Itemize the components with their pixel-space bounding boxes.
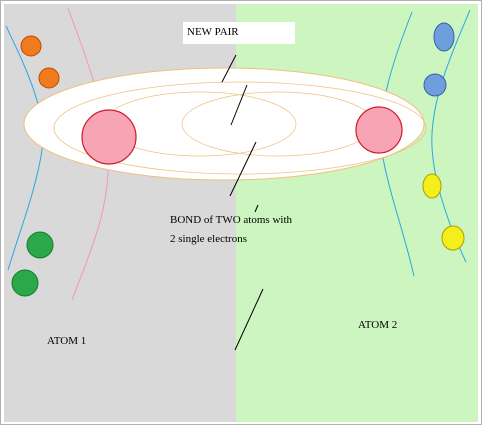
electron-blue [423, 73, 447, 97]
bond-cloud-inner-ring [53, 81, 427, 175]
pointer-line [254, 204, 259, 213]
new-pair-label: NEW PAIR [187, 26, 239, 38]
bond-description-line-1: BOND of TWO atoms with [170, 214, 293, 226]
pointer-line [230, 84, 248, 126]
new-pair-label-box [183, 22, 295, 44]
atom-1-inner-orbit-line [67, 7, 109, 301]
shared-electron-atom-2 [355, 106, 403, 154]
atom-2-label: ATOM 2 [358, 319, 397, 331]
atom-2-region [236, 4, 478, 422]
electron-yellow [441, 225, 465, 251]
electron-yellow [422, 173, 442, 199]
bond-description-line-2: 2 single electrons [170, 233, 247, 245]
atom-1-region [4, 4, 236, 422]
electron-blue [433, 22, 455, 52]
atom-1-orbit-line [5, 25, 44, 271]
atom-2-outer-orbit-line [431, 9, 471, 263]
pointer-line [234, 288, 264, 351]
electron-orange [20, 35, 42, 57]
pointer-line [229, 141, 257, 197]
pointer-line [221, 54, 237, 83]
atom-1-label: ATOM 1 [47, 335, 86, 347]
electron-green [11, 269, 39, 297]
shared-electron-atom-1 [81, 109, 137, 165]
electron-orange [38, 67, 60, 89]
electron-green [26, 231, 54, 259]
